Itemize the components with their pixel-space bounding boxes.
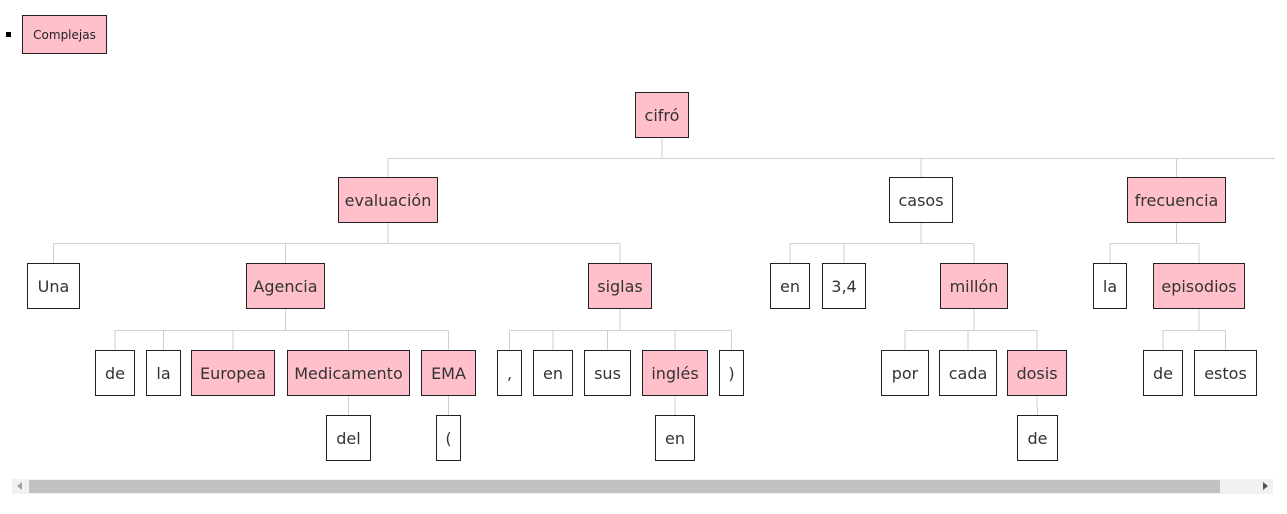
horizontal-scrollbar[interactable] [12,479,1273,494]
tree-node: de [95,350,135,396]
tree-node: de [1017,415,1058,461]
tree-node: cifró [635,92,689,138]
tree-node: casos [889,177,953,223]
tree-node: en [655,415,695,461]
legend-tag-complejas: Complejas [22,15,107,54]
tree-edges [53,138,1275,415]
tree-node: en [533,350,573,396]
list-bullet [6,32,11,37]
tree-node: frecuencia [1127,177,1226,223]
tree-node: de [1143,350,1183,396]
tree-node: en [770,263,810,309]
tree-node: evaluación [338,177,438,223]
tree-node: estos [1194,350,1257,396]
tree-node: , [497,350,522,396]
tree-node: Una [27,263,80,309]
tree-node: sus [584,350,631,396]
tree-node: Medicamento [287,350,410,396]
tree-node: ( [436,415,461,461]
tree-node: dosis [1007,350,1067,396]
tree-node: Europea [191,350,275,396]
tree-node: la [1093,263,1127,309]
tree-node: millón [940,263,1008,309]
scrollbar-thumb[interactable] [29,480,1220,493]
tree-node: EMA [421,350,476,396]
tree-node: por [881,350,929,396]
scroll-right-arrow-icon[interactable] [1263,482,1268,490]
tree-node: inglés [642,350,708,396]
tree-node: la [146,350,181,396]
tree-node: episodios [1153,263,1245,309]
tree-node: del [326,415,371,461]
scroll-left-arrow-icon[interactable] [17,482,22,490]
tree-node: ) [719,350,744,396]
tree-node: cada [939,350,997,396]
tree-node: 3,4 [822,263,866,309]
tree-node: siglas [588,263,652,309]
tree-node: Agencia [246,263,325,309]
